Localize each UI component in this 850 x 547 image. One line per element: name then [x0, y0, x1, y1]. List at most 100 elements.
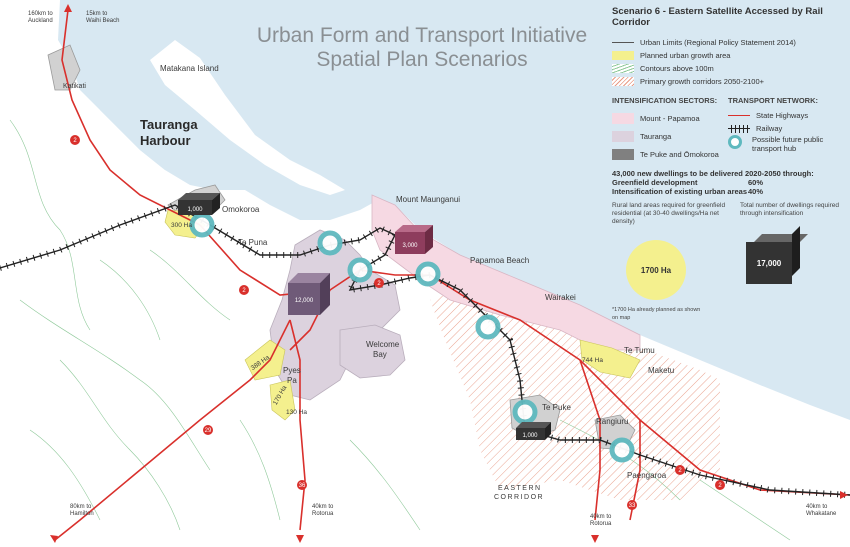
highway-badge: 29: [203, 425, 213, 435]
hub-papamoa: [475, 314, 501, 340]
label-rangiuru: Rangiuru: [596, 417, 628, 426]
cube-omokoroa: 1,000: [178, 193, 220, 215]
label-paengaroa: Paengaroa: [627, 471, 667, 480]
label-welcome-bay-1: Welcome: [366, 340, 400, 349]
svg-text:2: 2: [678, 468, 682, 474]
transport-hub: Possible future public transport hub: [728, 135, 844, 157]
label-mount-maunganui: Mount Maunganui: [396, 195, 460, 204]
dest-whakatane-1: 40km to: [806, 504, 828, 510]
dest-rotorua-e-1: 40km to: [590, 514, 612, 520]
intensification-cube: 17,000: [746, 226, 808, 284]
dest-whakatane-2: Whakatane: [806, 511, 837, 517]
svg-text:36: 36: [299, 483, 306, 489]
label-harbour-1: Tauranga: [140, 117, 198, 132]
growth-area-tauriko: [269, 379, 296, 421]
svg-text:2: 2: [242, 288, 246, 294]
label-omokoroa: Omokoroa: [222, 205, 260, 214]
label-eastern-corridor-1: EASTERN: [498, 485, 542, 492]
svg-text:2: 2: [73, 138, 77, 144]
matakana-island: [150, 40, 345, 195]
dest-waihi-1: 15km to: [86, 11, 108, 17]
label-eastern-corridor-2: CORRIDOR: [494, 494, 544, 501]
hub-mount: [347, 257, 373, 283]
legend-item-growth: Planned urban growth area: [612, 49, 844, 62]
svg-text:2: 2: [718, 483, 722, 489]
note-greenfield: Rural land areas required for greenfield…: [612, 202, 726, 225]
legend-panel: Scenario 6 - Eastern Satellite Accessed …: [612, 6, 844, 322]
label-pyes-pa-2: Pa: [287, 376, 297, 385]
dest-rotorua-w-1: 40km to: [312, 504, 334, 510]
growth-swatch: [612, 51, 634, 60]
svg-text:12,000: 12,000: [295, 298, 314, 304]
cube-tauranga: 12,000: [288, 273, 330, 315]
greenfield-circle: 1700 Ha: [626, 240, 686, 300]
railway: [0, 201, 850, 498]
label-harbour-2: Harbour: [140, 133, 191, 148]
growth-area-te-tumu: [579, 339, 641, 379]
legend-item-contours: Contours above 100m: [612, 62, 844, 75]
highway-badge: 2: [715, 480, 725, 490]
label-pyes-pa-1: Pyes: [283, 366, 301, 375]
area-te-tumu: 744 Ha: [582, 357, 603, 364]
hub-rangiuru: [609, 437, 635, 463]
label-matakana-island: Matakana Island: [160, 64, 219, 73]
transport-hubs: [189, 212, 635, 463]
svg-text:1,000: 1,000: [522, 433, 538, 439]
legend-heading: Scenario 6 - Eastern Satellite Accessed …: [612, 6, 823, 28]
dest-rotorua-w-2: Rotorua: [312, 511, 334, 517]
dest-auckland-2: Auckland: [28, 18, 53, 24]
contours-swatch: [612, 64, 634, 73]
legend-item-urban-limits: Urban Limits (Regional Policy Statement …: [612, 36, 844, 49]
dwellings-line: 43,000 new dwellings to be delivered 202…: [612, 169, 814, 178]
transport-highways: State Highways: [728, 109, 844, 122]
growth-corridor: [430, 280, 720, 500]
map-title-line-2: Spatial Plan Scenarios: [316, 48, 527, 71]
urban-limits-swatch: [612, 42, 634, 43]
highway-badge: 2: [70, 135, 80, 145]
highway-badge: 2: [374, 278, 384, 288]
dest-auckland-1: 160km to: [28, 11, 53, 17]
sector-te-puke: Te Puke and Ōmokoroa: [612, 145, 728, 163]
dest-waihi-2: Waihi Beach: [86, 18, 119, 24]
svg-text:2: 2: [377, 281, 381, 287]
dest-hamilton-1: 80km to: [70, 504, 92, 510]
highway-arrows: [50, 4, 848, 543]
hub-omokoroa: [189, 212, 215, 238]
cube-mount: 3,000: [395, 225, 433, 254]
label-maketu: Maketu: [648, 366, 674, 375]
hub-te-puna: [317, 230, 343, 256]
label-wairakei: Wairakei: [545, 293, 576, 302]
harbour-water: [100, 100, 190, 175]
dest-hamilton-2: Hamilton: [70, 511, 94, 517]
transport-railway: Railway: [728, 122, 844, 135]
label-katikati: Katikati: [63, 83, 86, 90]
sector-mount-papamoa: Mount - Papamoa: [612, 109, 728, 127]
svg-text:1,000: 1,000: [187, 207, 203, 213]
svg-text:33: 33: [629, 503, 636, 509]
label-te-puke: Te Puke: [542, 403, 571, 412]
area-tauriko-2: 130 Ha: [286, 409, 307, 416]
transport-heading: TRANSPORT NETWORK:: [728, 96, 818, 105]
sector-tauranga: Tauranga: [612, 127, 728, 145]
label-te-tumu: Te Tumu: [624, 346, 655, 355]
hub-te-puke: [512, 399, 538, 425]
highway-badge: 36: [297, 480, 307, 490]
label-te-puna: Te Puna: [238, 238, 268, 247]
cube-te-puke: 1,000: [516, 422, 551, 440]
highway-badge: 33: [627, 500, 637, 510]
note-intensification: Total number of dwellings required throu…: [740, 202, 839, 217]
highway-badge: 2: [675, 465, 685, 475]
highway-badges: 2 2 2 29 36 33 2 2: [70, 135, 725, 510]
legend-item-corridors: Primary growth corridors 2050-2100+: [612, 75, 844, 88]
highway-badge: 2: [239, 285, 249, 295]
label-papamoa-beach: Papamoa Beach: [470, 256, 529, 265]
dest-rotorua-e-2: Rotorua: [590, 521, 612, 527]
circle-note: *1700 Ha already planned as shown on map: [612, 307, 701, 321]
svg-text:3,000: 3,000: [402, 243, 418, 249]
area-omokoroa: 300 Ha: [171, 222, 192, 229]
intensification-heading: INTENSIFICATION SECTORS:: [612, 96, 718, 105]
label-welcome-bay-2: Bay: [373, 350, 387, 359]
